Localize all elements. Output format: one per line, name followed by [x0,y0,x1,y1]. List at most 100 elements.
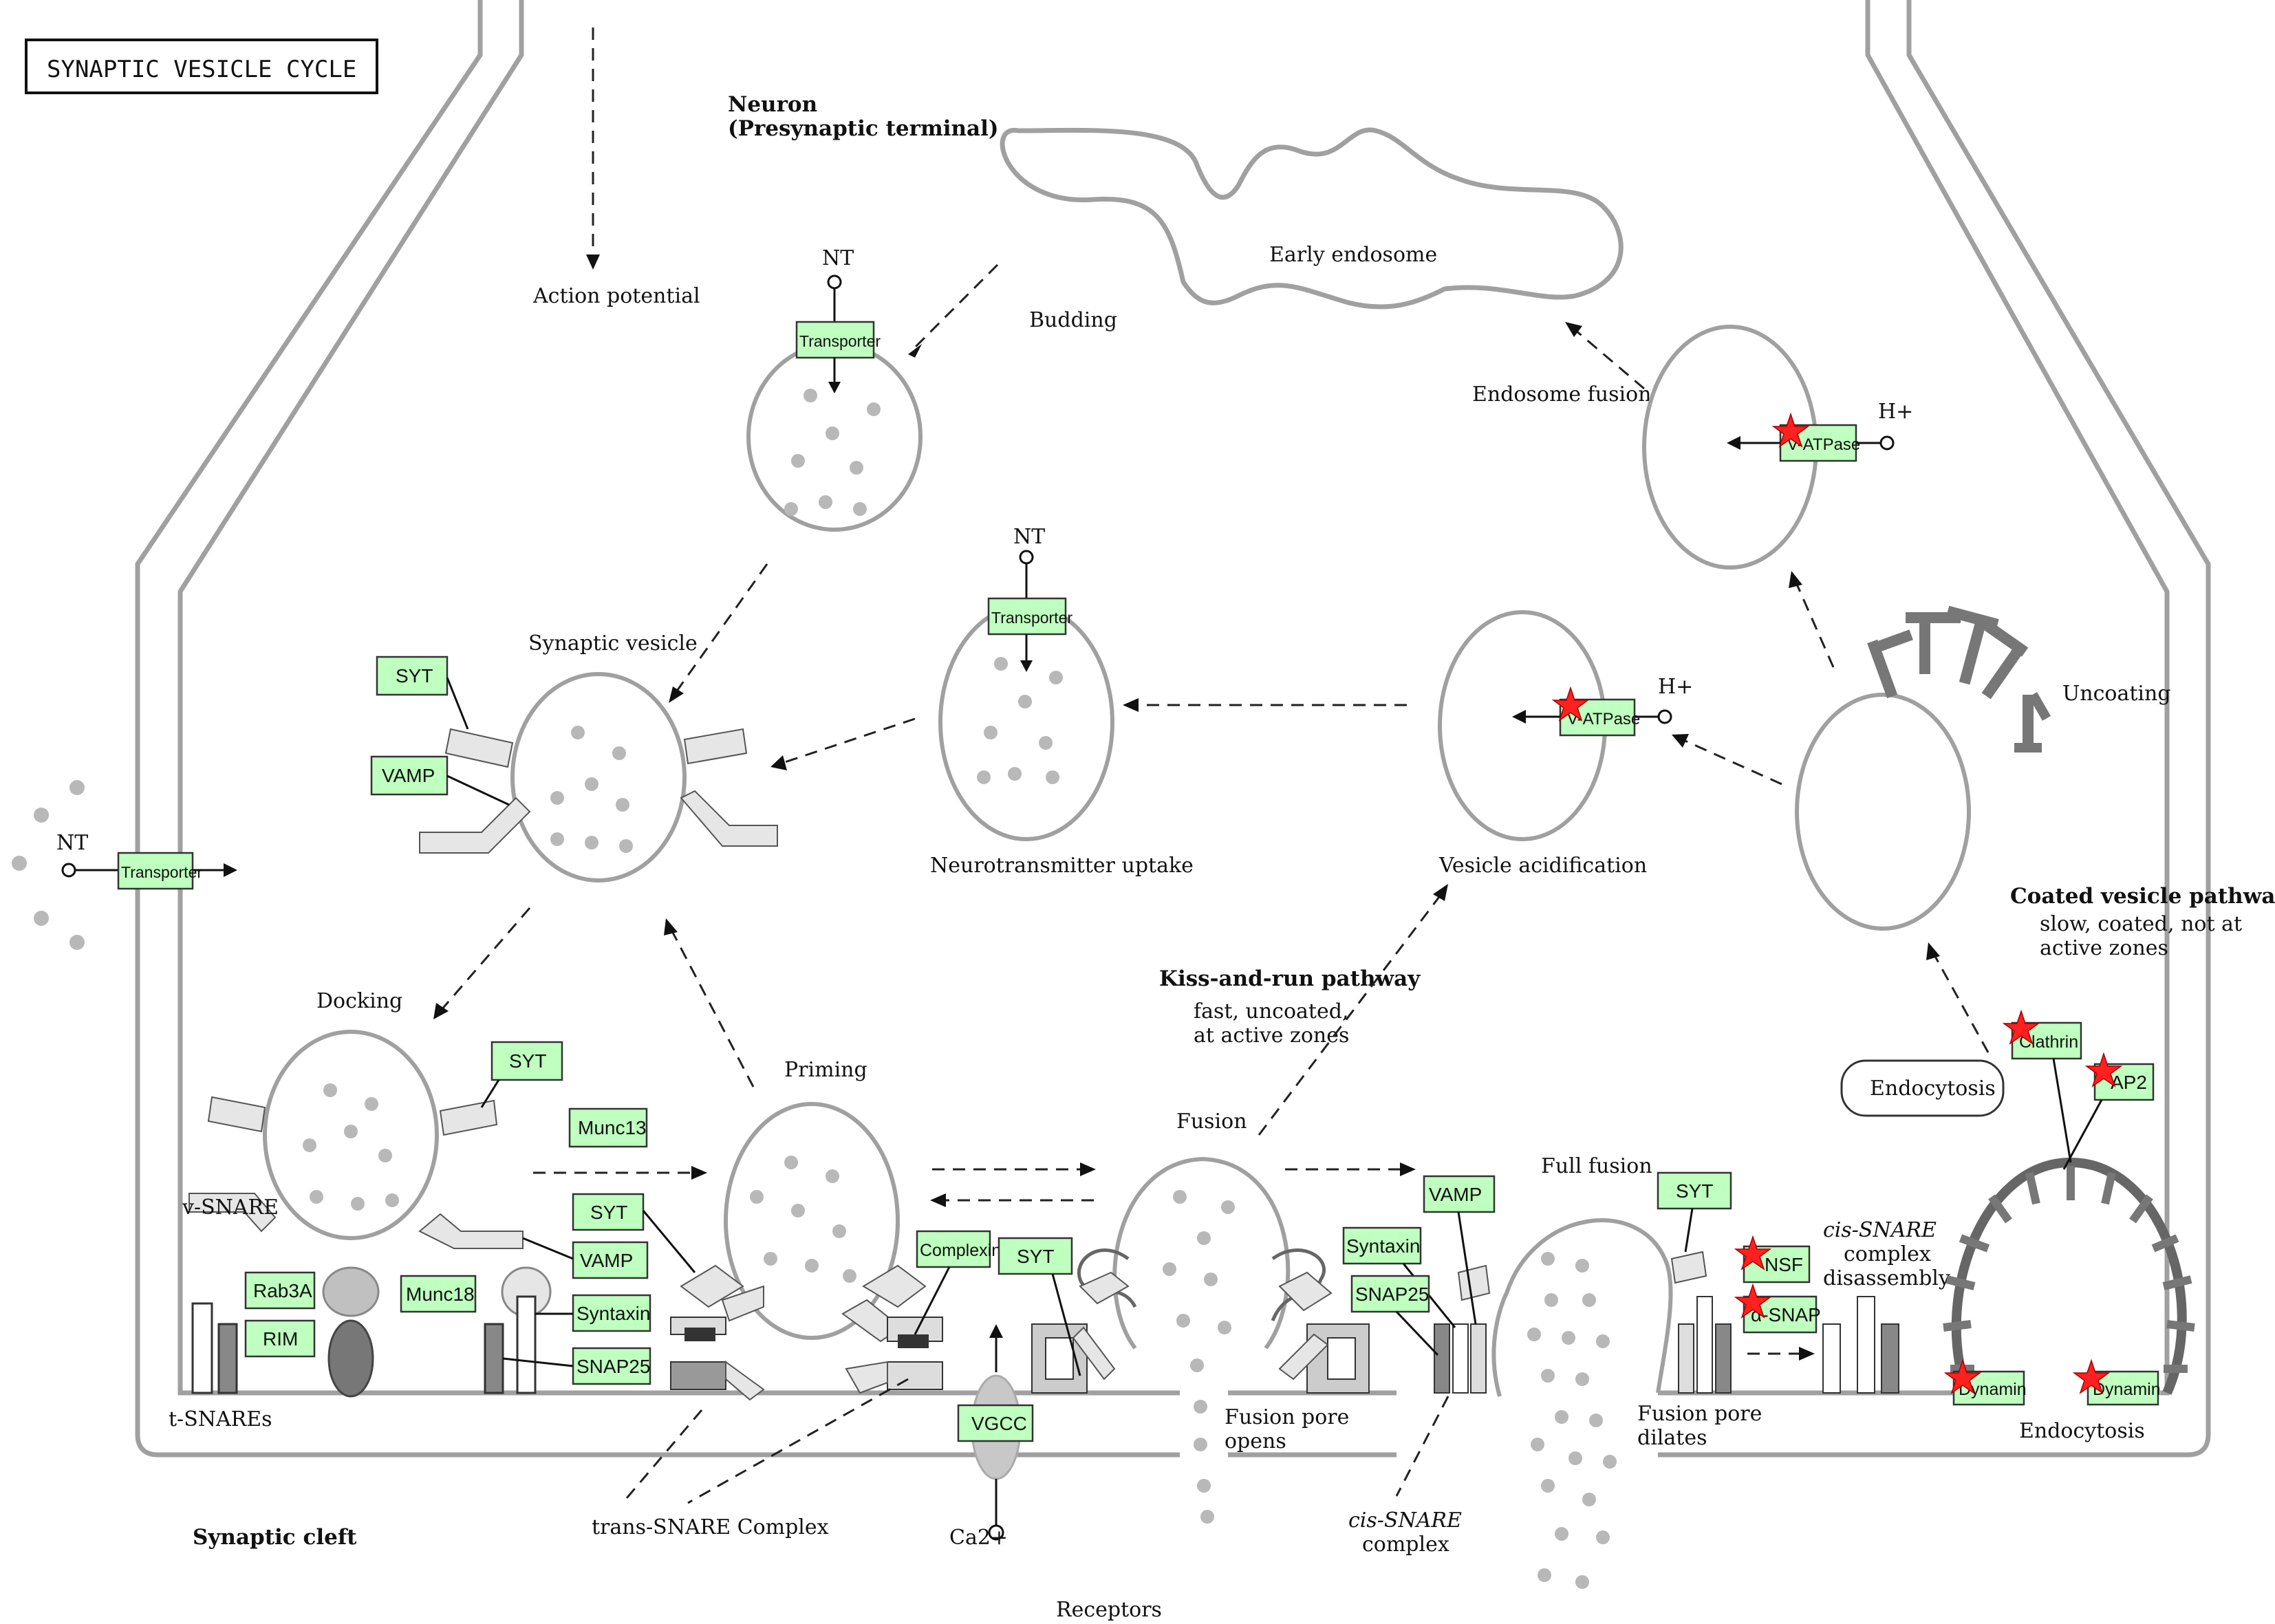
rab3a[interactable]: Rab3A [244,1271,316,1310]
vamp-ff-text: VAMP [1429,1184,1482,1205]
snap25-prime-text: SNAP25 [576,1356,650,1377]
marker-star-icon [1551,686,1590,722]
rim-text: RIM [263,1328,298,1350]
nt-uptake-label: Neurotransmitter uptake [930,854,1194,878]
pore-opens-2: opens [1225,1429,1286,1453]
vamp-sv[interactable]: VAMP [370,755,510,806]
syntaxin-prime[interactable]: Syntaxin [535,1294,651,1332]
vgcc[interactable]: VGCC [957,1404,1034,1442]
transporter-left[interactable]: NT Transporter [56,831,237,890]
clathrin[interactable]: Clathrin [2002,1009,2082,1163]
vesicle-top [746,342,923,532]
nt-ligand-icon [61,863,76,878]
vatpase-top[interactable]: V-ATPase H+ [1727,400,1913,462]
budding-label: Budding [1029,308,1117,332]
proton-icon [1657,709,1672,724]
transporter-top[interactable]: NT Transporter [795,246,881,393]
docking-label: Docking [316,989,402,1013]
syt-prime[interactable]: SYT [572,1193,696,1273]
priming-vesicle [724,1102,900,1340]
cis-complex-2: complex [1362,1533,1449,1557]
transporter-mid[interactable]: NT Transporter [987,525,1072,672]
trans-snare-right [841,1264,943,1394]
nsf-text: NSF [1765,1254,1803,1275]
priming-label: Priming [784,1058,867,1082]
vamp-ff[interactable]: VAMP [1423,1175,1496,1325]
action-potential: Action potential [532,28,700,308]
clathrin-coated-pit [1943,1157,2195,1395]
cis-disassembly-2: complex [1844,1242,1931,1266]
syt-fusion[interactable]: SYT [998,1237,1081,1376]
uncoating-label: Uncoating [2062,682,2171,706]
syt-sv[interactable]: SYT [376,656,469,730]
complexin[interactable]: Complexin [914,1230,1001,1335]
h-plus-mid-label: H+ [1658,675,1693,699]
vamp-sv-text: VAMP [382,765,435,786]
pore-opens-1: Fusion pore [1225,1405,1349,1429]
proton-icon [1879,435,1895,451]
full-fusion-shape [1434,1218,1732,1589]
snap25-ff-text: SNAP25 [1355,1284,1429,1305]
t-snares-label: t-SNAREs [169,1407,272,1431]
synaptic-vesicle [419,672,778,883]
neuron-label: Neuron [728,92,817,117]
snap25-ff[interactable]: SNAP25 [1350,1275,1439,1356]
complexin-text: Complexin [920,1241,1001,1260]
marker-star-icon [2002,1009,2040,1045]
ca-label: Ca2+ [949,1526,1008,1550]
presynaptic-label: (Presynaptic terminal) [728,116,999,141]
synaptic-cleft-label: Synaptic cleft [193,1525,357,1550]
vesicle-acidification-label: Vesicle acidification [1438,854,1647,878]
vesicle-uncoating [1795,693,1971,931]
cis-disassembly-1: cis-SNARE [1823,1218,1937,1242]
synaptic-vesicle-label: Synaptic vesicle [528,631,698,656]
nsf[interactable]: NSF [1734,1235,1811,1284]
vamp-prime-text: VAMP [580,1250,633,1271]
clathrin-fragments [1867,605,2051,753]
syt-fusion-text: SYT [1017,1246,1054,1267]
munc18[interactable]: Munc18 [400,1275,477,1313]
nt-top-label: NT [822,246,854,270]
syntaxin-prime-text: Syntaxin [576,1303,650,1324]
cis-complex-1: cis-SNARE [1348,1508,1462,1533]
ap2-text: AP2 [2111,1072,2147,1093]
coated-desc-1: slow, coated, not at [2040,912,2242,936]
receptors-label: Receptors [1056,1598,1162,1622]
marker-star-icon [2084,1052,2123,1087]
munc18-complex [484,1266,552,1394]
vatpase-mid[interactable]: V-ATPase H+ [1512,675,1693,737]
vesicle-nt-uptake [938,603,1114,841]
syt-dock[interactable]: SYT [480,1041,563,1108]
diagram-title: SYNAPTIC VESICLE CYCLE [47,56,356,83]
dynamin-2[interactable]: Dynamin [2072,1358,2161,1406]
syt-ff[interactable]: SYT [1657,1171,1732,1253]
full-fusion-label: Full fusion [1541,1154,1652,1178]
vgcc-text: VGCC [971,1413,1027,1434]
pore-dilates-2: dilates [1637,1426,1707,1450]
syntaxin-ff[interactable]: Syntaxin [1342,1226,1456,1328]
snap25-prime[interactable]: SNAP25 [502,1347,651,1385]
syt-dock-text: SYT [509,1050,546,1072]
munc13[interactable]: Munc13 [568,1107,648,1148]
rim[interactable]: RIM [244,1319,316,1358]
syt-prime-text: SYT [590,1202,627,1223]
dynamin-1[interactable]: Dynamin [1943,1358,2027,1406]
marker-star-icon [1734,1235,1772,1270]
action-potential-label: Action potential [532,284,700,308]
endocytosis-box: Endocytosis [1840,1059,2005,1117]
endocytosis-box-text: Endocytosis [1870,1076,1996,1101]
docking-vesicle [188,1030,524,1249]
v-snare-label: v-SNARE [182,1195,279,1220]
alpha-snap[interactable]: α-SNAP [1734,1283,1821,1334]
trans-snare-left [670,1264,765,1401]
marker-star-icon [1771,412,1810,448]
free-snares [1822,1296,1899,1394]
vamp-prime[interactable]: VAMP [522,1237,649,1279]
cis-disassembly-3: disassembly [1823,1266,1950,1290]
transporter-left-text: Transporter [121,863,202,881]
nt-ligand-icon [1019,550,1034,565]
syt-ff-text: SYT [1676,1180,1713,1202]
pore-dilates-1: Fusion pore [1637,1402,1762,1426]
ap2[interactable]: AP2 [2062,1052,2155,1170]
early-endosome-label: Early endosome [1269,243,1437,267]
